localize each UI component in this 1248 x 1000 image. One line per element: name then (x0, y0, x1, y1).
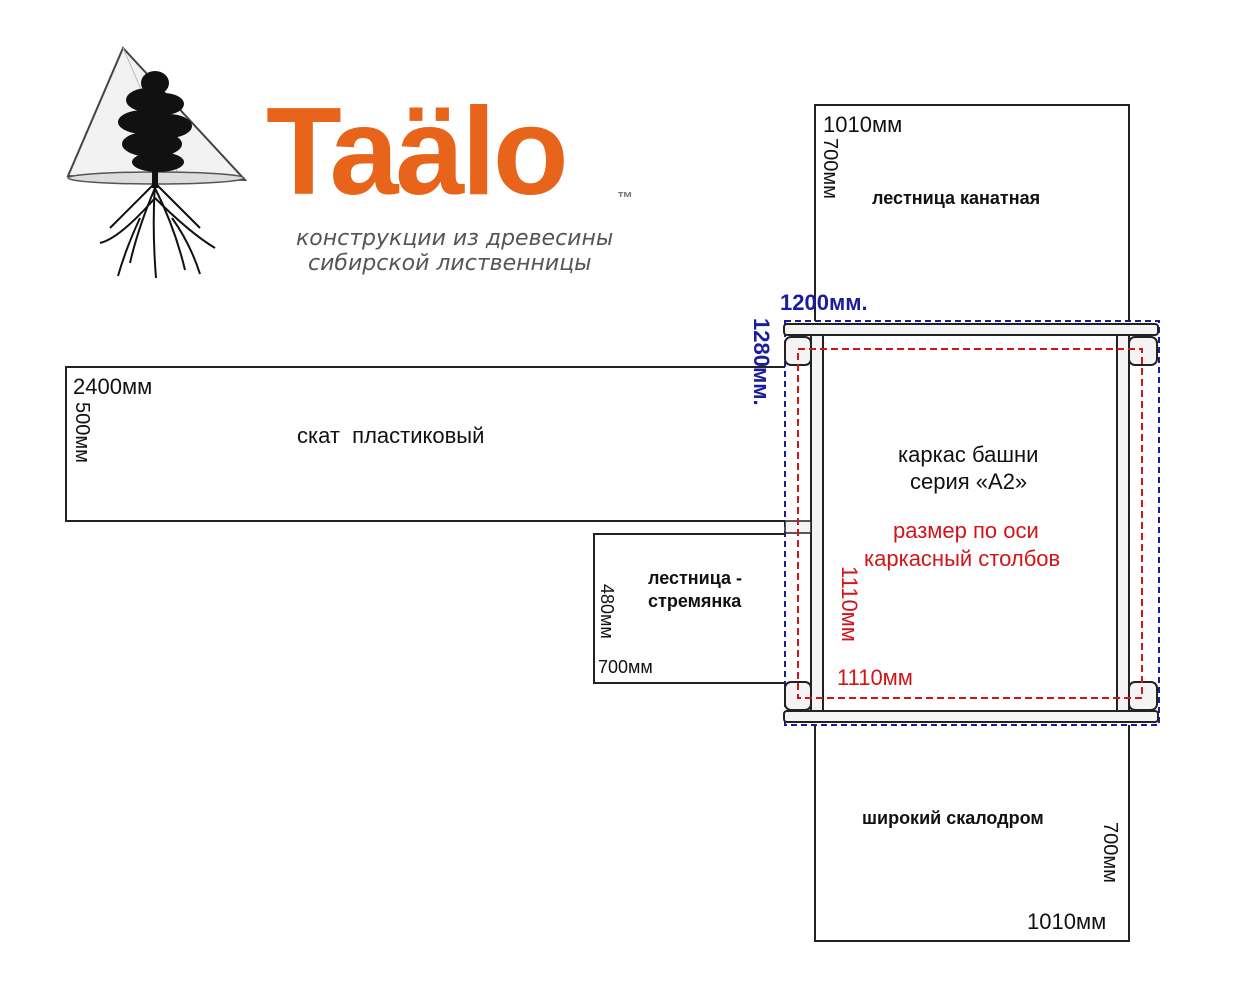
logo-tree-icon (66, 46, 248, 279)
tagline-line-2: сибирской лиственницы (308, 251, 592, 276)
step-ladder-title-2: стремянка (648, 591, 742, 611)
tower-outer-width: 1200мм. (780, 290, 868, 315)
climbing-wall-title: широкий скалодром (862, 808, 1044, 828)
axis-height-label: 1110мм (837, 566, 862, 642)
brand-logo-text: Taälo (266, 83, 569, 221)
tower-title-2: серия «А2» (910, 469, 1028, 494)
climbing-wall-width: 1010мм (1027, 909, 1107, 934)
trademark-symbol: ™ (617, 190, 633, 207)
bottom-beam (783, 710, 1159, 723)
slide-width: 500мм (71, 402, 93, 463)
top-beam (783, 323, 1159, 336)
tagline-line-1: конструкции из древесины (296, 226, 614, 251)
tower-frame-drawing (783, 320, 1160, 726)
slide-length: 2400мм (73, 374, 153, 399)
left-rail (810, 334, 824, 712)
post-top-left (784, 336, 812, 366)
step-ladder-title-1: лестница - (648, 568, 743, 588)
right-rail (1116, 334, 1130, 712)
axis-size-outline (797, 348, 1143, 699)
post-bottom-right (1128, 681, 1158, 711)
tower-title-1: каркас башни (898, 442, 1039, 467)
axis-note-1: размер по оси (893, 518, 1039, 543)
slide-title: скат пластиковый (297, 423, 485, 448)
rope-ladder-width: 1010мм (823, 112, 903, 137)
rope-ladder-title: лестница канатная (872, 188, 1041, 208)
climbing-wall-depth: 700мм (1099, 822, 1121, 883)
axis-note-2: каркасный столбов (864, 546, 1061, 571)
climbing-wall-box (814, 721, 1130, 942)
axis-width-label: 1110мм (837, 665, 913, 690)
step-ladder-width: 700мм (598, 657, 653, 677)
rope-ladder-depth: 700мм (819, 138, 841, 199)
step-ladder-depth: 480мм (597, 584, 617, 639)
outer-size-outline (784, 320, 1160, 726)
rope-ladder-box (814, 104, 1130, 326)
tower-outer-height: 1280мм. (749, 318, 774, 406)
